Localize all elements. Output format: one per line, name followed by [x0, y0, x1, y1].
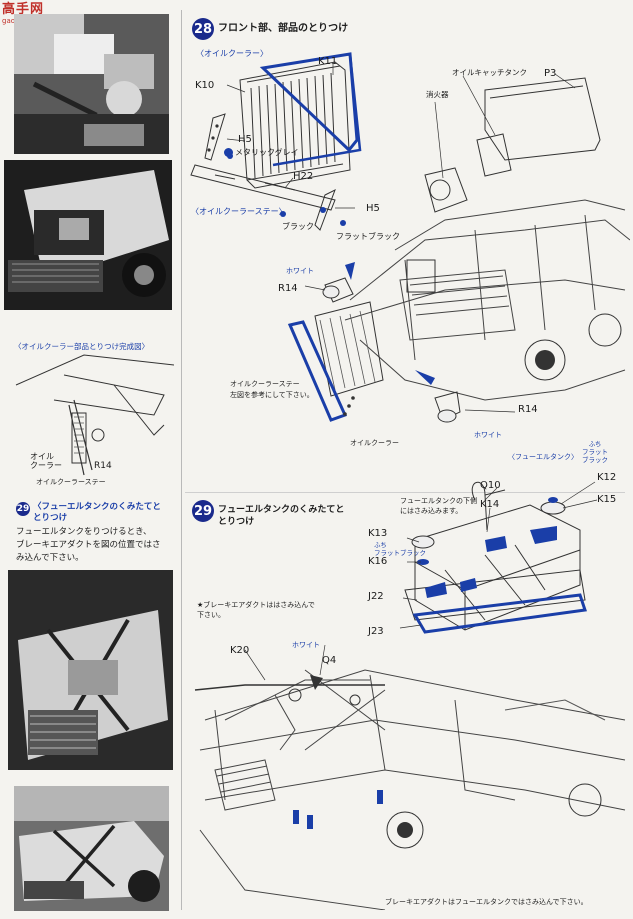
- step28-badge: 28: [192, 18, 214, 40]
- part-k12: K12: [597, 472, 617, 483]
- part-q4: Q4: [322, 655, 337, 666]
- part-h22: H22: [293, 171, 314, 182]
- oil-cooler-detail-drawing: [14, 345, 175, 480]
- left-step29-title-line2: とりつけ: [33, 513, 68, 523]
- paint-flat-black-top-label: ふち フラット ブラック: [582, 440, 608, 464]
- section-divider: [185, 492, 625, 493]
- left-step29-title: 〈フューエルタンクのくみたてと とりつけ: [33, 502, 161, 524]
- paint-white-upper-label: ホワイト: [286, 267, 314, 275]
- detail-label-r14: R14: [94, 461, 112, 471]
- oil-cooler-label: オイルクーラー: [350, 439, 399, 447]
- column-divider: [181, 10, 182, 910]
- paint-fuchi-line: ふち: [374, 541, 387, 549]
- paint-dot-icon: [224, 148, 233, 157]
- part-r14-upper: R14: [278, 283, 298, 294]
- photo-rally-car: [14, 786, 169, 911]
- paint-white-lower-label: ホワイト: [474, 431, 502, 439]
- paint-flat-black-label: フラットブラック: [336, 232, 400, 241]
- part-k16: K16: [368, 556, 388, 567]
- step28-diagram: [190, 52, 630, 423]
- detail-label-stay: オイルクーラーステー: [36, 478, 106, 486]
- part-k15: K15: [597, 494, 617, 505]
- paint-flat-black-top-line: ふち: [588, 440, 602, 448]
- note-brake-line1: ★ブレーキエアダクトははさみ込んで: [197, 601, 315, 609]
- step28-sub-stay: 〈オイルクーラーステー〉: [191, 207, 287, 216]
- part-k14: K14: [480, 499, 500, 510]
- left-step29-body: フューエルタンクをりつけるとき、 ブレーキエアダクトを図の位置ではさ み込んで下…: [16, 526, 161, 565]
- paint-metallic-gray-text: メタリックグレイ: [235, 148, 299, 157]
- note-brake-line2: 下さい。: [197, 611, 225, 619]
- logo-main-text: 高手网: [2, 2, 45, 17]
- paint-flat-black-line: フラットブラック: [374, 549, 426, 557]
- part-h5-upper: H5: [238, 134, 252, 145]
- paint-flat-black-top-line: ブラック: [582, 456, 608, 464]
- step29-number: 29: [193, 503, 213, 519]
- part-r14-lower: R14: [518, 404, 538, 415]
- note-stay-line2: 左図を参考にして下さい。: [230, 391, 314, 399]
- paint-metallic-gray-label: メタリックグレイ: [224, 148, 299, 158]
- part-q10: Q10: [480, 480, 501, 491]
- part-k10: K10: [195, 80, 215, 91]
- step29-diagram: [194, 481, 626, 910]
- note-fuel-line1: フューエルタンクの下側: [400, 497, 477, 505]
- note-stay-line1: オイルクーラーステー: [230, 380, 300, 388]
- detail-label-oil-cooler: オイル クーラー: [30, 452, 62, 470]
- step29-badge: 29: [192, 500, 214, 522]
- left-step29-body-line: フューエルタンクをりつけるとき、: [16, 527, 152, 537]
- muffler-label: 消火器: [426, 90, 449, 99]
- paint-white-step29-label: ホワイト: [292, 641, 320, 649]
- photo-roll-cage-chassis: [8, 570, 173, 770]
- caption-oil-cooler-done: 〈オイルクーラー部品とりつけ完成図〉: [14, 334, 174, 353]
- left-step29-number: 29: [16, 504, 30, 514]
- left-step29-body-line: ブレーキエアダクトを図の位置ではさ: [16, 540, 161, 550]
- note-fuel-line2: にはさみ込みます。: [400, 507, 463, 515]
- part-k11: K11: [318, 56, 338, 67]
- part-j22: J22: [368, 591, 384, 602]
- bottom-note: ブレーキエアダクトはフューエルタンクではさみ込んで下さい。: [385, 898, 588, 906]
- paint-black-label: ブラック: [282, 222, 314, 231]
- paint-flat-black-top-line: フラット: [582, 448, 608, 456]
- part-j23: J23: [368, 626, 384, 637]
- caption-oil-cooler-done-text: 〈オイルクーラー部品とりつけ完成図〉: [14, 342, 150, 351]
- step28-number: 28: [193, 21, 213, 37]
- step29-sub-fuel-tank: 〈フューエルタンク〉: [508, 453, 578, 461]
- left-step29-badge: 29: [16, 502, 30, 516]
- part-k20: K20: [230, 645, 250, 656]
- step29-title-line1: フューエルタンクのくみたてと: [218, 505, 345, 515]
- left-step29-title-line1: 〈フューエルタンクのくみたてと: [33, 502, 161, 512]
- oil-catch-tank-label: オイルキャッチタンク: [452, 68, 527, 77]
- step29-title-line2: とりつけ: [218, 517, 255, 527]
- left-step29-body-line: み込んで下さい。: [16, 553, 84, 563]
- step29-title: フューエルタンクのくみたてと とりつけ: [218, 504, 344, 528]
- photo-front-frame: [4, 160, 172, 310]
- part-k13: K13: [368, 528, 388, 539]
- step28-sub-oil-cooler: 〈オイルクーラー〉: [196, 49, 268, 58]
- part-p3: P3: [544, 68, 557, 79]
- paint-fuchi-flat-black-label: ふち フラットブラック: [374, 541, 426, 557]
- part-h5-lower: H5: [366, 203, 380, 214]
- photo-engine-bay: [14, 14, 169, 154]
- step28-title: フロント部、部品のとりつけ: [218, 23, 349, 34]
